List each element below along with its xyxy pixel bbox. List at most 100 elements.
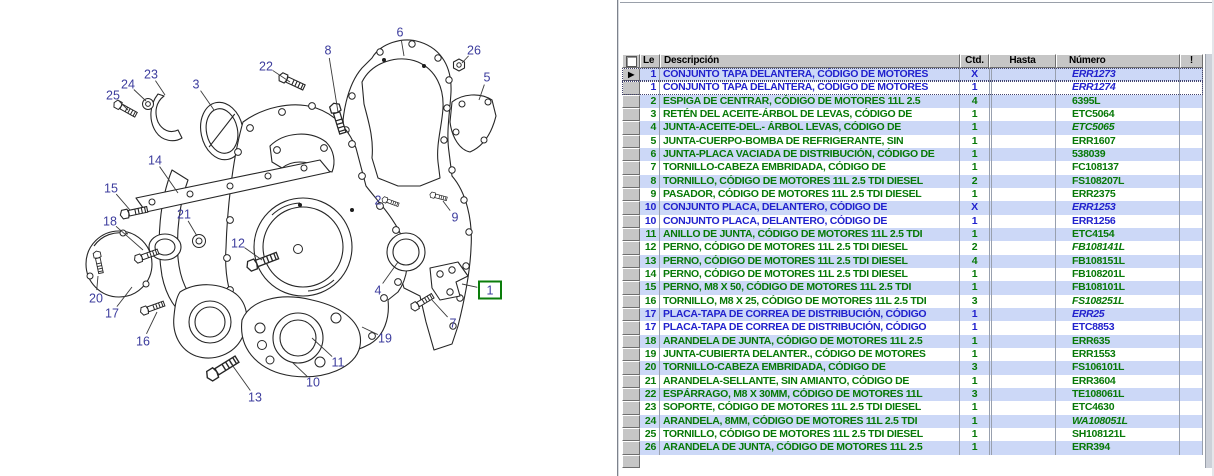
callout-8[interactable]: 8 <box>325 44 332 58</box>
callout-19[interactable]: 19 <box>378 332 392 346</box>
row-header-button[interactable] <box>622 134 640 148</box>
callout-21[interactable]: 21 <box>177 208 191 222</box>
callout-2[interactable]: 2 <box>375 194 382 208</box>
callout-15[interactable]: 15 <box>104 182 118 196</box>
callout-23[interactable]: 23 <box>144 68 158 82</box>
column-header-descripcion[interactable]: Descripción <box>660 54 960 68</box>
row-header-button[interactable] <box>622 254 640 268</box>
gasket-part-5[interactable] <box>449 94 497 153</box>
column-header-numero[interactable]: Número <box>1056 54 1180 68</box>
row-header-button[interactable] <box>622 187 640 202</box>
callout-6[interactable]: 6 <box>397 26 404 40</box>
callout-9[interactable]: 9 <box>452 211 459 225</box>
row-header-button[interactable] <box>622 361 640 375</box>
callout-24[interactable]: 24 <box>121 78 135 92</box>
row-header-button[interactable] <box>622 307 640 322</box>
row-header-button[interactable] <box>622 94 640 108</box>
callout-4[interactable]: 4 <box>375 284 382 298</box>
select-all-header[interactable] <box>622 54 640 68</box>
row-header-button[interactable] <box>622 427 640 442</box>
row-header-button[interactable] <box>622 414 640 428</box>
row-header-button[interactable] <box>622 81 640 95</box>
row-header-button[interactable] <box>622 321 640 335</box>
column-header-hasta[interactable]: Hasta <box>989 54 1056 68</box>
column-header-le[interactable]: Le <box>640 54 660 68</box>
row-header-button[interactable] <box>622 334 640 348</box>
row-header-button[interactable] <box>622 267 640 282</box>
row-header-button[interactable] <box>622 174 640 188</box>
row-header-button[interactable] <box>622 374 640 388</box>
callout-26[interactable]: 26 <box>467 44 481 58</box>
row-header-button[interactable] <box>622 201 640 215</box>
callout-25[interactable]: 25 <box>106 89 120 103</box>
seal-part-3[interactable] <box>195 98 248 163</box>
row-header-button[interactable] <box>622 441 640 455</box>
bracket-part-23[interactable] <box>150 93 183 142</box>
callout-3[interactable]: 3 <box>193 78 200 92</box>
callout-5[interactable]: 5 <box>484 71 491 85</box>
row-header-button[interactable] <box>622 241 640 255</box>
callout-22[interactable]: 22 <box>259 60 273 74</box>
callout-1[interactable]: 1 <box>487 284 494 298</box>
row-header-button[interactable] <box>622 281 640 295</box>
callout-10[interactable]: 10 <box>306 376 320 390</box>
callout-14[interactable]: 14 <box>148 154 162 168</box>
washer-part-24[interactable] <box>142 98 154 110</box>
column-header-flag[interactable]: ! <box>1180 54 1203 68</box>
cap-part-17[interactable] <box>85 229 182 298</box>
callout-7[interactable]: 7 <box>450 317 457 331</box>
row-header-button[interactable] <box>622 347 640 362</box>
empty-row-header[interactable] <box>622 454 640 468</box>
callout-11[interactable]: 11 <box>332 356 345 370</box>
select-all-checkbox[interactable] <box>626 56 637 67</box>
callout-16[interactable]: 16 <box>136 335 150 349</box>
row-header-button[interactable] <box>622 147 640 162</box>
row-header-button[interactable]: ▶ <box>622 68 640 82</box>
vertical-scrollbar[interactable] <box>1205 54 1214 468</box>
callout-20[interactable]: 20 <box>89 292 103 306</box>
row-header-button[interactable] <box>622 227 640 242</box>
bracket-part-1[interactable] <box>429 261 469 301</box>
bottom-cover-part-10[interactable] <box>241 296 362 378</box>
rail-part-14[interactable] <box>135 159 331 213</box>
callout-12[interactable]: 12 <box>231 237 245 251</box>
column-header-ctd[interactable]: Ctd. <box>960 54 989 68</box>
row-header-button[interactable] <box>622 214 640 228</box>
callout-13[interactable]: 13 <box>248 391 262 405</box>
row-header-button[interactable] <box>622 294 640 308</box>
callout-18[interactable]: 18 <box>103 215 117 229</box>
row-header-button[interactable] <box>622 107 640 122</box>
main-timing-cover[interactable] <box>223 102 426 360</box>
row-header-button[interactable] <box>622 401 640 415</box>
callout-17[interactable]: 17 <box>105 307 119 321</box>
